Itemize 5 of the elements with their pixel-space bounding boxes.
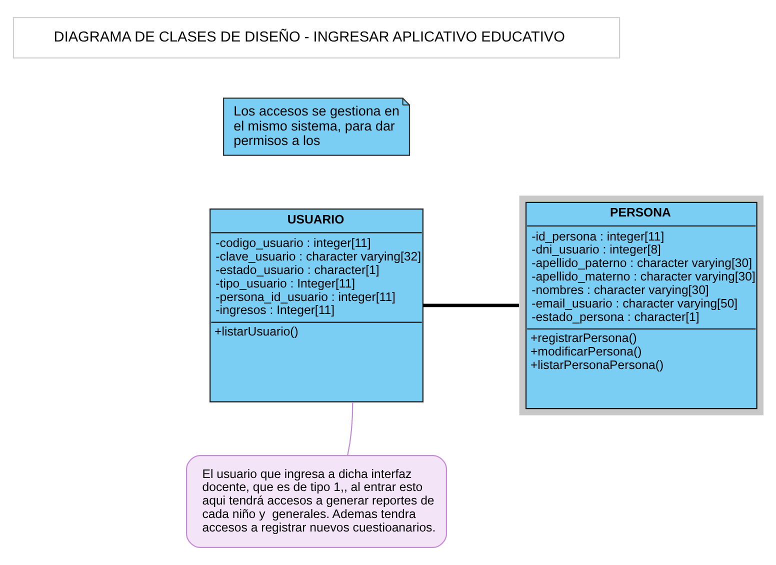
connector <box>422 304 519 308</box>
connector <box>346 402 353 456</box>
node-box: PERSONA -id_persona : integer[11] -dni_usuario : integer[8] -apellido_paterno : character varying[30] -apellido_materno : character varying[30] -nombres : character varying[30] -email_usuario : character varying[50] -estado_persona : character[1] +registrarPersona() +modificarPersona() +listarPersonaPersona() <box>518 196 764 416</box>
node-box: El usuario que ingresa a dicha interfaz docente, que es de tipo 1,, al entrar esto aqui tendrá accesos a generar reportes de cada niño y generales. Ademas tendra accesos a registrar nuevos cuestioanarios. <box>186 455 447 548</box>
node-box: DIAGRAMA DE CLASES DE DISEÑO - INGRESAR APLICATIVO EDUCATIVO <box>12 17 620 58</box>
